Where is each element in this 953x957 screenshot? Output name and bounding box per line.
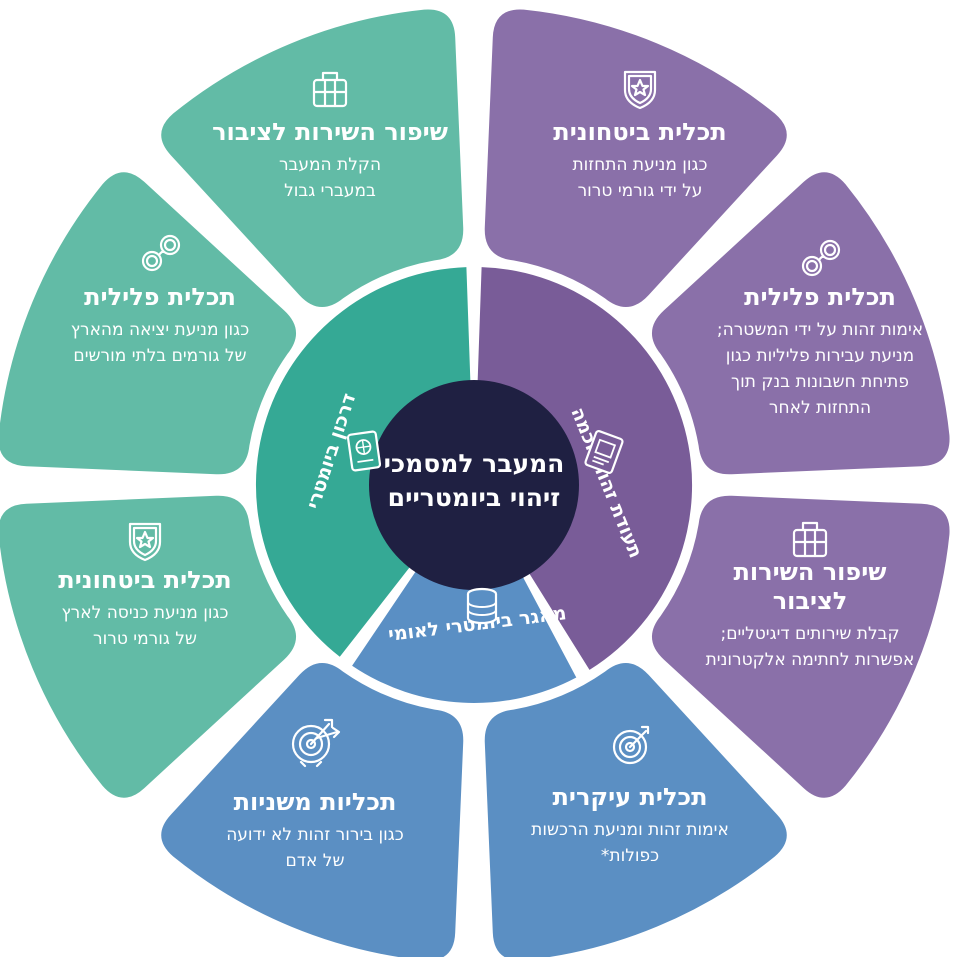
briefcase-icon — [312, 71, 348, 108]
segment-title-service_teal: שיפור השירות לציבור — [212, 118, 448, 146]
segment-body-service_teal-0: הקלת המעבר — [279, 155, 381, 175]
segment-title-security_teal: תכלית ביטחונית — [58, 566, 231, 594]
segment-main_blue — [484, 663, 787, 957]
segment-body-criminal_teal-0: כגון מניעת יציאה מהארץ — [71, 320, 249, 340]
segment-body-secondary_blue-1: של אדם — [285, 851, 344, 871]
segment-body-service_purple-1: אפשרות לחתימה אלקטרונית — [706, 650, 915, 670]
segment-body-criminal_purple-0: אימות זהות על ידי המשטרה; — [717, 320, 923, 340]
segment-criminal_purple — [651, 172, 950, 475]
segment-security_teal — [0, 495, 296, 798]
segment-body-security_purple-1: על ידי גורמי טרור — [578, 181, 703, 201]
segment-body-security_teal-0: כגון מניעת כניסה לארץ — [62, 603, 229, 623]
center-title-line2: זיהוי ביומטריים — [388, 483, 561, 512]
segment-title-security_purple: תכלית ביטחונית — [553, 118, 726, 146]
segment-service_teal — [161, 9, 464, 308]
shield-star-icon — [128, 522, 162, 562]
shield-star-icon — [623, 70, 657, 110]
ring-arc-national-database — [352, 567, 577, 703]
segment-body-service_teal-1: במעברי גבול — [284, 181, 376, 201]
segment-title-criminal_purple: תכלית פלילית — [744, 283, 896, 311]
segment-body-service_purple-0: קבלת שירותים דיגיטליים; — [720, 624, 899, 644]
segment-criminal_teal — [0, 172, 296, 475]
passport-icon — [346, 430, 382, 472]
handcuffs-icon — [141, 234, 181, 272]
center-title-line1: המעבר למסמכי — [384, 449, 565, 478]
segment-service_purple — [651, 495, 950, 798]
id-card-icon — [584, 430, 624, 474]
segment-body-main_blue-1: כפולות* — [601, 846, 659, 866]
target-arrow-icon — [612, 725, 650, 765]
segment-title-main_blue: תכלית עיקרית — [553, 783, 708, 811]
segment-body-criminal_purple-3: התחזות לאחר — [769, 398, 871, 418]
segment-body-security_purple-0: כגון מניעת התחזות — [572, 155, 707, 175]
segment-title-service_purple: שיפור השירות — [734, 558, 887, 586]
briefcase-icon — [792, 521, 828, 558]
target-arrows-icon — [291, 718, 341, 768]
segment-body-criminal_teal-1: של גורמים בלתי מורשים — [73, 346, 246, 366]
segment-body-secondary_blue-0: כגון בירור זהות לא ידועה — [226, 825, 404, 845]
database-icon — [466, 587, 498, 625]
segment-body-main_blue-0: אימות זהות ומניעת הרכשות — [531, 820, 729, 840]
segment-body-criminal_purple-1: מניעת עבירות פליליות כגון — [726, 346, 914, 366]
segment-title-service_purple-1: לציבור — [773, 587, 848, 615]
segment-secondary_blue — [161, 663, 464, 957]
segment-title-secondary_blue: תכליות משניות — [234, 788, 397, 816]
center-disc — [369, 380, 579, 590]
segment-security_purple — [484, 9, 787, 308]
handcuffs-icon — [801, 239, 841, 277]
segment-body-criminal_purple-2: פתיחת חשבונות בנק תוך — [731, 372, 909, 392]
segment-title-criminal_teal: תכלית פלילית — [84, 283, 236, 311]
segment-body-security_teal-1: של גורמי טרור — [93, 629, 197, 649]
